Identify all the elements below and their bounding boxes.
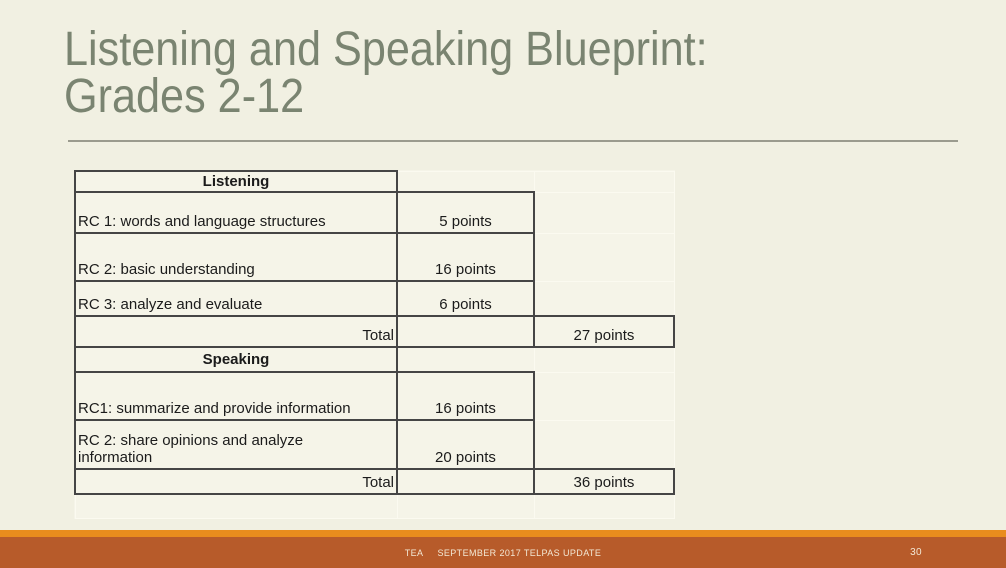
table-row: Total 27 points — [74, 315, 675, 348]
slide-title-line2: Grades 2-12 — [64, 70, 305, 123]
empty-cell — [396, 493, 535, 519]
item-label-cell: RC 2: basic understanding — [74, 232, 398, 282]
spacer-cell — [396, 468, 535, 495]
slide-title-line1: Listening and Speaking Blueprint: — [64, 23, 708, 76]
section-header-cell: Speaking — [74, 346, 398, 373]
item-label-cell: RC 1: words and language structures — [74, 191, 398, 234]
table-row: Speaking — [74, 346, 675, 373]
empty-cell — [533, 170, 675, 193]
item-label-cell: RC 2: share opinions and analyze informa… — [74, 419, 398, 470]
footer-agency: TEA — [404, 547, 424, 558]
total-points-cell: 36 points — [533, 468, 675, 495]
empty-cell — [533, 346, 675, 373]
footer-label: SEPTEMBER 2017 TELPAS UPDATE — [437, 547, 602, 558]
empty-cell — [396, 346, 535, 373]
empty-cell — [533, 232, 675, 282]
footer-bar: TEA SEPTEMBER 2017 TELPAS UPDATE 30 — [0, 537, 1006, 568]
points-cell: 20 points — [396, 419, 535, 470]
page-number: 30 — [910, 547, 922, 558]
empty-cell — [533, 280, 675, 317]
title-divider — [68, 140, 958, 142]
points-cell: 16 points — [396, 232, 535, 282]
points-cell: 6 points — [396, 280, 535, 317]
points-cell: 5 points — [396, 191, 535, 234]
table-row: Total 36 points — [74, 468, 675, 495]
footer-accent-strip — [0, 530, 1006, 537]
points-cell: 16 points — [396, 371, 535, 421]
empty-cell — [533, 419, 675, 470]
item-label-cell: RC 3: analyze and evaluate — [74, 280, 398, 317]
table-row: Listening — [74, 170, 675, 193]
total-points-cell: 27 points — [533, 315, 675, 348]
empty-cell — [74, 493, 398, 519]
table-row: RC 2: share opinions and analyze informa… — [74, 419, 675, 470]
table-row — [74, 493, 675, 519]
empty-cell — [533, 493, 675, 519]
slide-title: Listening and Speaking Blueprint: Grades… — [64, 23, 708, 123]
empty-cell — [533, 191, 675, 234]
empty-cell — [396, 170, 535, 193]
total-label-cell: Total — [74, 468, 398, 495]
spacer-cell — [396, 315, 535, 348]
total-label-cell: Total — [74, 315, 398, 348]
empty-cell — [533, 371, 675, 421]
footer-caption: TEA SEPTEMBER 2017 TELPAS UPDATE — [0, 537, 1006, 568]
section-header-cell: Listening — [74, 170, 398, 193]
item-label-cell: RC1: summarize and provide information — [74, 371, 398, 421]
